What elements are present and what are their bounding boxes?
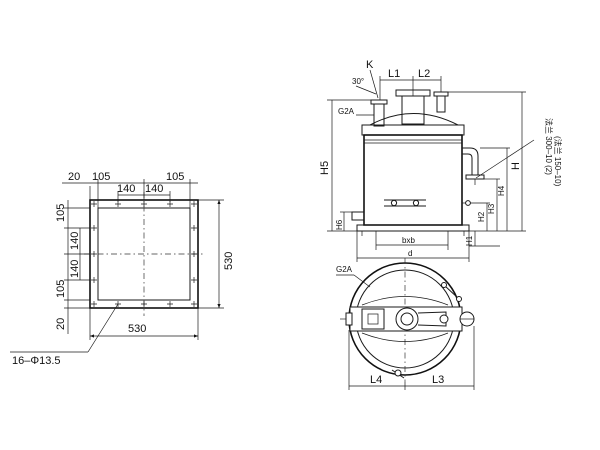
top-label-l4: L4 bbox=[370, 374, 382, 386]
side-label-l2: L2 bbox=[418, 68, 430, 80]
plan-dim-top-3: 105 bbox=[166, 171, 184, 183]
top-square-block bbox=[361, 308, 385, 330]
side-tank-body bbox=[363, 134, 463, 226]
plan-dim-left-1: 105 bbox=[55, 204, 67, 222]
side-label-k: K bbox=[366, 59, 374, 71]
side-label-angle: 30° bbox=[352, 77, 364, 86]
plan-dim-left-3: 140 bbox=[69, 260, 81, 278]
side-label-h: H bbox=[510, 162, 522, 170]
side-label-h1: H1 bbox=[465, 235, 474, 246]
top-view: G2A L4 L3 bbox=[336, 258, 475, 390]
side-label-h5: H5 bbox=[319, 161, 331, 175]
plan-dim-left-2: 140 bbox=[69, 232, 81, 250]
plan-dim-bottom: 530 bbox=[128, 323, 146, 335]
side-bottom-flange bbox=[356, 224, 470, 232]
plan-hole-callout: 16–Φ13.5 bbox=[12, 355, 61, 367]
plan-dim-top-inner-2: 140 bbox=[145, 183, 163, 195]
plan-dim-top-2: 105 bbox=[92, 171, 110, 183]
top-label-g2a: G2A bbox=[336, 265, 353, 274]
plan-dim-top-1: 20 bbox=[68, 171, 80, 183]
side-elevation: L1 L2 K 30° G2A H5 H6 bxb d bbox=[319, 59, 563, 262]
side-label-l1: L1 bbox=[388, 68, 400, 80]
top-center-hub bbox=[395, 307, 419, 331]
side-label-d: d bbox=[408, 249, 412, 258]
plan-view: 20 105 105 140 140 105 140 140 105 20 53… bbox=[10, 171, 235, 367]
plan-bolt-holes bbox=[91, 201, 197, 307]
side-drive-column bbox=[401, 95, 425, 125]
side-label-g2a: G2A bbox=[338, 107, 355, 116]
side-flange-note-2: (法兰 150–10) bbox=[553, 136, 563, 187]
plan-dim-left-5: 20 bbox=[55, 318, 67, 330]
plan-dim-top-inner-1: 140 bbox=[117, 183, 135, 195]
side-flange-note-1: 法兰 300–10 (2) bbox=[544, 118, 554, 175]
plan-dim-right: 530 bbox=[223, 252, 235, 270]
top-label-l3: L3 bbox=[432, 374, 444, 386]
side-label-bxb: bxb bbox=[402, 236, 415, 245]
side-label-h6: H6 bbox=[335, 219, 344, 230]
side-label-h2: H2 bbox=[477, 211, 486, 222]
plan-dim-left-4: 105 bbox=[55, 280, 67, 298]
side-label-h3: H3 bbox=[487, 203, 496, 214]
side-outlet-pipe bbox=[462, 147, 479, 175]
side-label-h4: H4 bbox=[497, 185, 506, 196]
